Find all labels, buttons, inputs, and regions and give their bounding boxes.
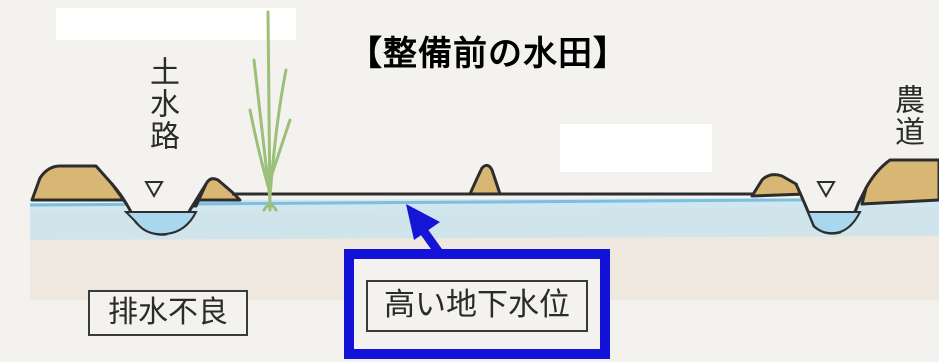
farm-road-label: 農道 <box>889 84 924 148</box>
high-groundwater-label: 高い地下水位 <box>366 280 588 332</box>
diagram-title: 【整備前の水田】 <box>348 34 628 74</box>
groundwater-band <box>30 198 939 240</box>
water-level-triangle-icon <box>816 181 836 199</box>
farm-road-berm <box>860 158 939 206</box>
poor-drainage-label: 排水不良 <box>88 290 248 336</box>
water-level-triangle-icon <box>144 181 164 199</box>
rice-plant-icon <box>248 10 292 212</box>
right-ditch-water <box>806 211 862 235</box>
left-ditch-water <box>123 211 198 236</box>
blank-area-middle <box>560 124 712 172</box>
middle-levee <box>468 163 502 196</box>
blank-area-top-left <box>56 8 296 40</box>
drainage-channel-label: 土水路 <box>144 56 179 152</box>
right-levee <box>750 173 808 198</box>
